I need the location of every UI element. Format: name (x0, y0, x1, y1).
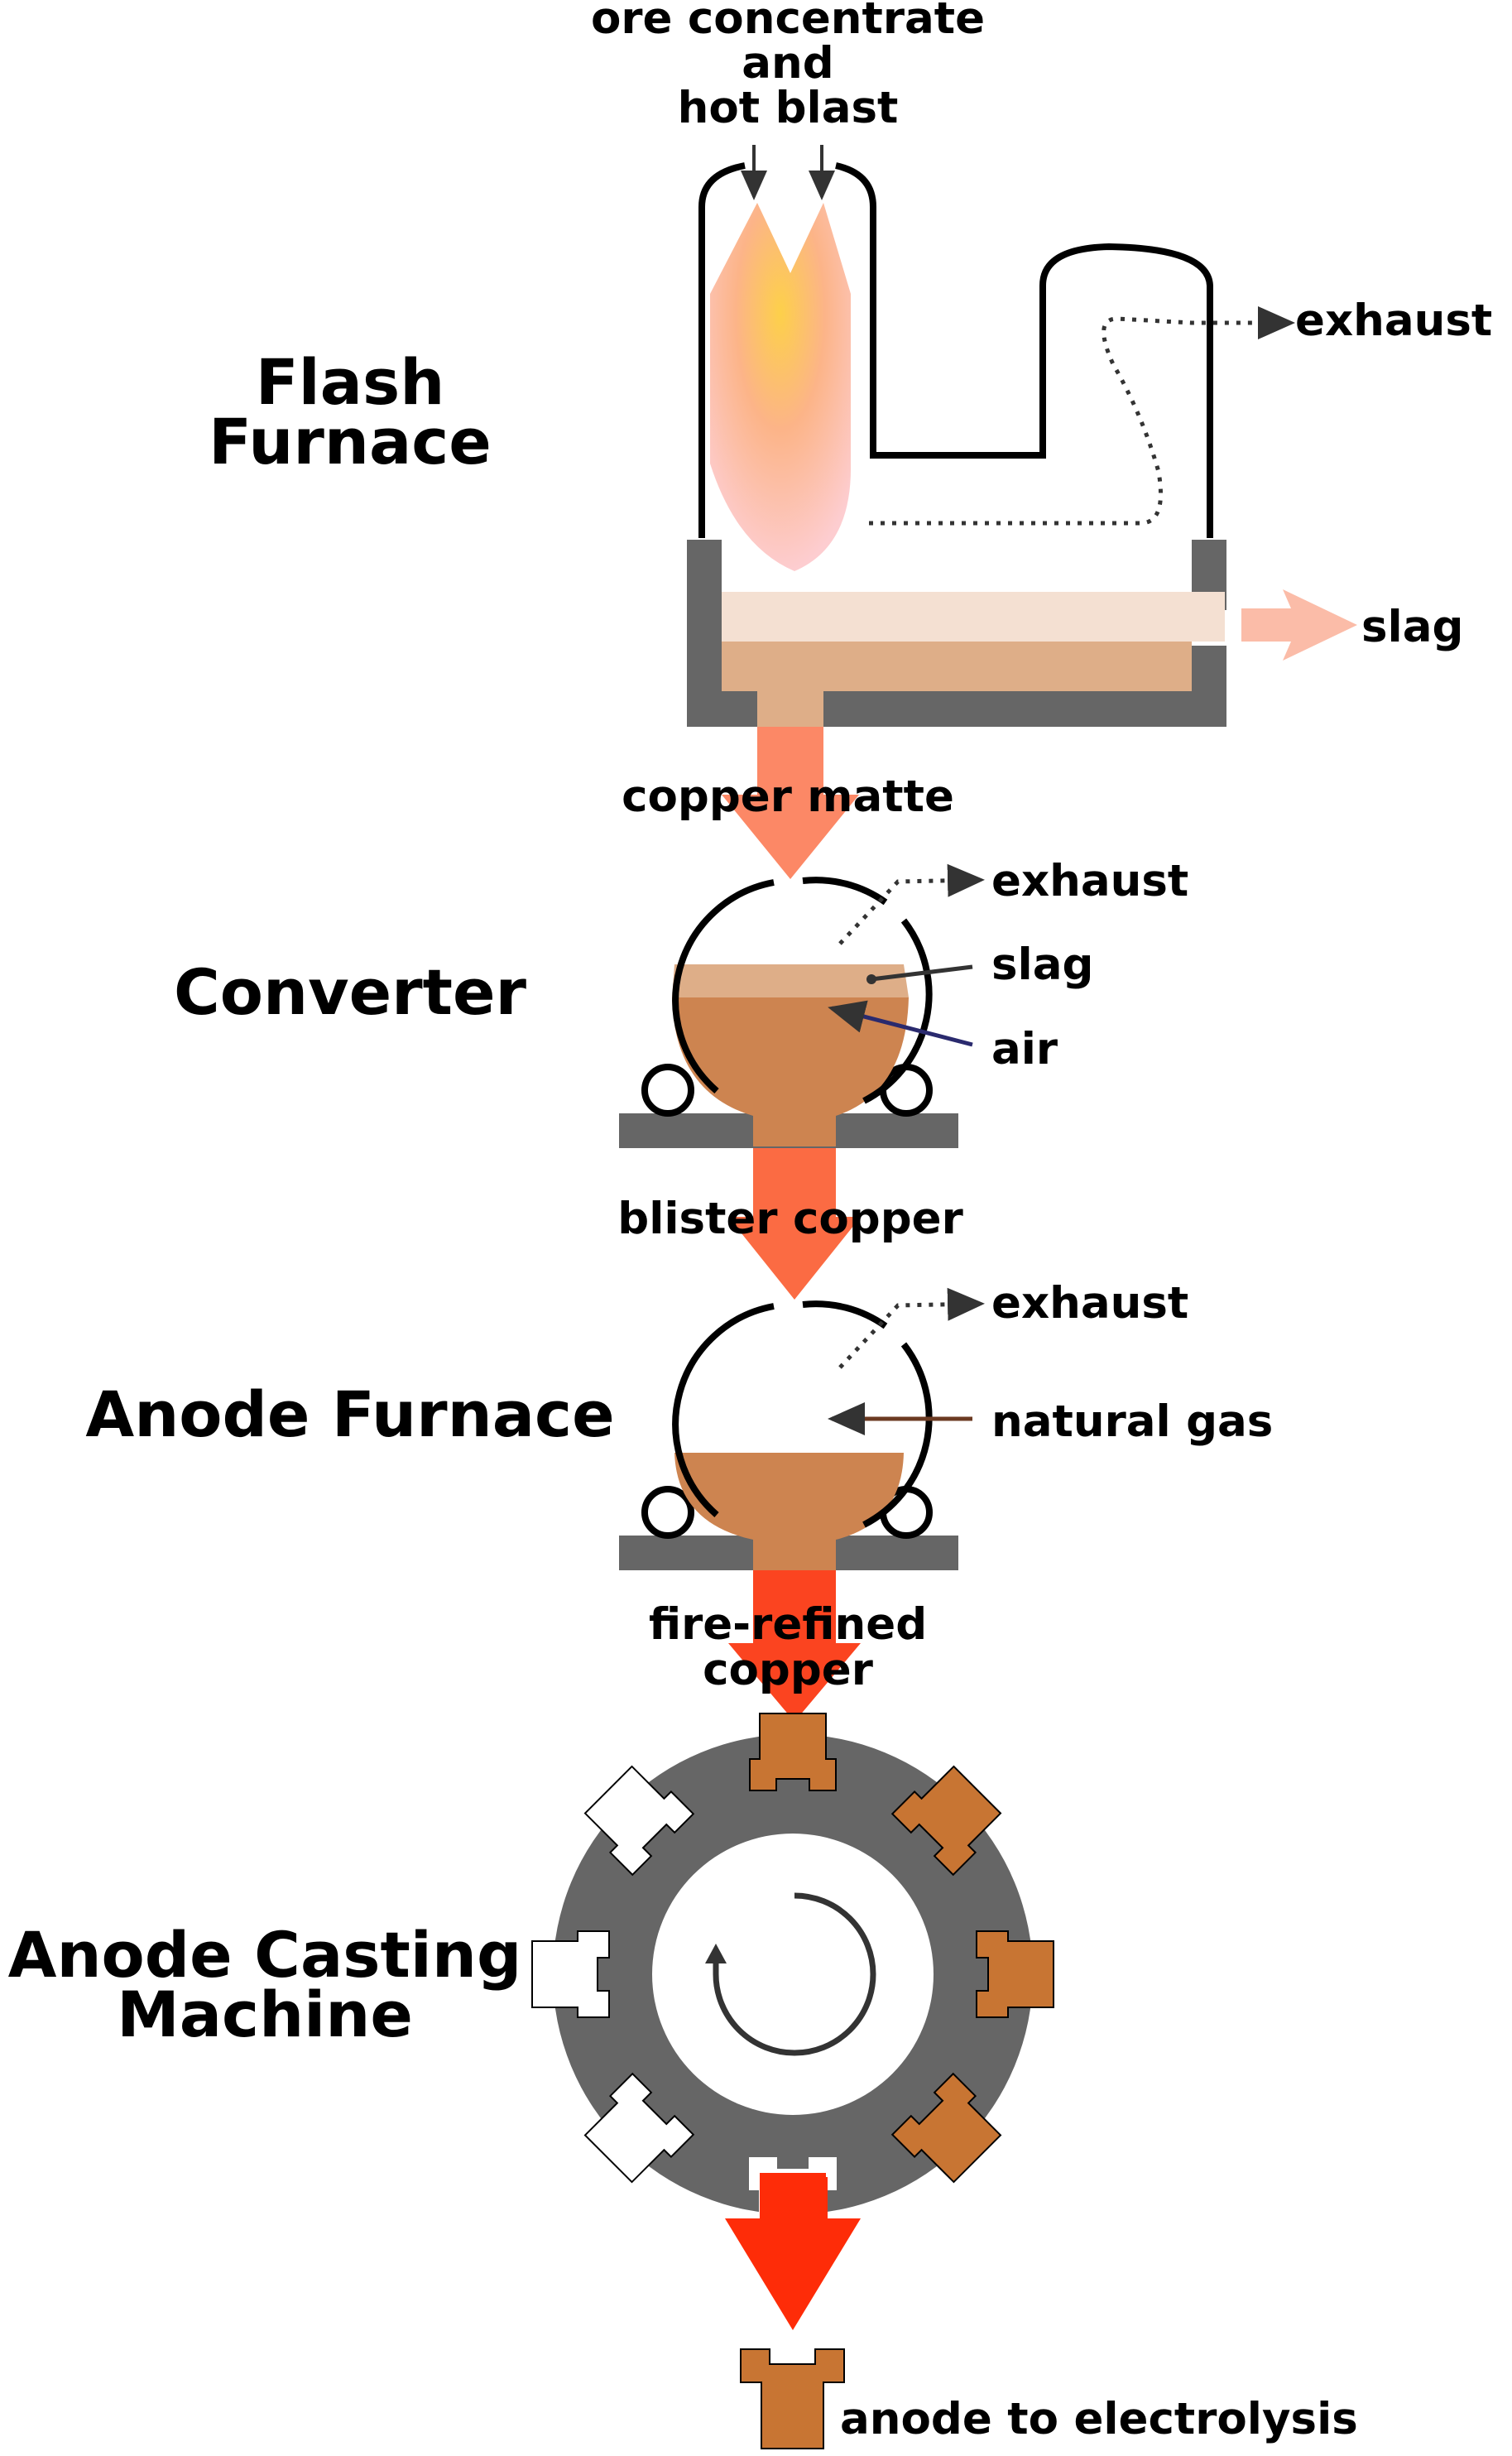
matte-layer (722, 642, 1192, 691)
fire-refined-label-line2: copper (703, 1645, 873, 1695)
settler-wall (687, 540, 1226, 727)
fire-refined-copper-arrow (728, 1570, 861, 1722)
anode-furnace-roller-left (641, 1486, 694, 1539)
converter-air-label: air (991, 1024, 1058, 1074)
blister-copper-arrow (728, 1148, 861, 1300)
anode-furnace (619, 1287, 985, 1570)
converter-bath (672, 997, 909, 1146)
anode-mold (531, 1930, 610, 2018)
slag-leader-dot (866, 974, 876, 984)
anode-mold (749, 1713, 837, 1791)
anode-furnace-shell (672, 1300, 933, 1528)
anode-mold (583, 1765, 695, 1877)
flame (710, 203, 852, 571)
converter-title: Converter (174, 955, 527, 1029)
anode-output-label: anode to electrolysis (840, 2394, 1358, 2444)
flash-furnace-title-line2: Furnace (209, 405, 492, 478)
feed-label-line1: ore concentrate (591, 0, 985, 44)
converter-shell (672, 877, 933, 1104)
natural-gas-label: natural gas (991, 1396, 1273, 1447)
converter-slag-layer (672, 964, 909, 997)
anode-mold (976, 1930, 1054, 2018)
flash-furnace-title-line1: Flash (256, 345, 445, 419)
flash-slag-label: slag (1361, 602, 1463, 652)
copper-matte-label: copper matte (622, 771, 954, 822)
converter (619, 863, 985, 1148)
slag-out-arrow (1241, 589, 1357, 661)
matte-tap-hole (757, 691, 823, 727)
slag-leader-line (871, 964, 973, 982)
converter-roller-right (880, 1064, 933, 1117)
anode-output-arrow (725, 2177, 861, 2330)
feed-label-line2: and (742, 38, 833, 89)
anode-furnace-title: Anode Furnace (85, 1377, 614, 1451)
slag-layer (722, 592, 1225, 642)
anode-furnace-exhaust-path (838, 1287, 985, 1369)
air-inlet-line (828, 1000, 973, 1047)
anode-mold (890, 2072, 1002, 2184)
rotation-arrow (713, 1892, 876, 2056)
rotation-arrowhead (705, 1944, 727, 1963)
anode-furnace-exhaust-label: exhaust (991, 1278, 1188, 1329)
fire-refined-label-line1: fire-refined (649, 1599, 927, 1650)
copper-matte-arrow (722, 727, 859, 879)
flash-exhaust-label: exhaust (1295, 296, 1492, 346)
converter-slag-label: slag (991, 940, 1093, 990)
reaction-shaft (698, 162, 1213, 538)
converter-exhaust-label: exhaust (991, 856, 1188, 906)
blister-copper-label: blister copper (617, 1194, 962, 1244)
feed-label-line3: hot blast (678, 83, 899, 133)
anode-casting-title-line2: Machine (117, 1978, 413, 2051)
exhaust-flow-path (869, 306, 1295, 526)
anode-casting-machine (531, 1713, 1054, 2449)
anode-casting-title-line1: Anode Casting (8, 1918, 522, 1992)
anode-mold (890, 1765, 1002, 1877)
anode-furnace-bath (674, 1453, 904, 1570)
final-anode (740, 2348, 845, 2449)
flash-furnace (687, 145, 1357, 727)
converter-exhaust-path (838, 863, 985, 945)
anode-mold (583, 2072, 695, 2184)
converter-roller-left (641, 1064, 694, 1117)
casting-wheel-hub (652, 1834, 934, 2115)
